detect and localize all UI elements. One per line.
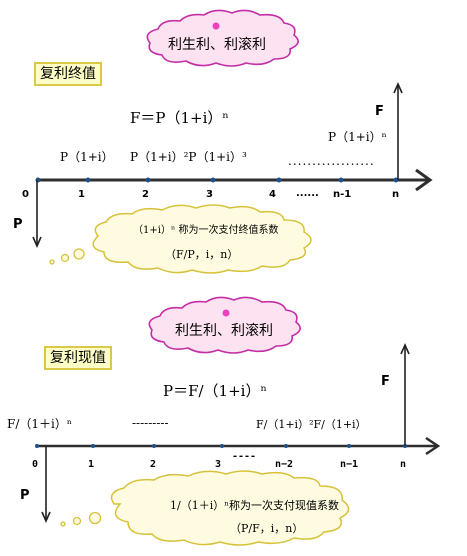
note-1-line-2: （F/P，i，n）: [165, 248, 239, 261]
formula-2: P＝F/（1+i）ⁿ: [163, 382, 267, 400]
formula-1: F＝P（1+i）ⁿ: [130, 109, 229, 127]
amount-p1: P（1+i）: [60, 150, 114, 164]
note-1-line-1: （1+i）ⁿ 称为一次支付终值系数: [133, 225, 279, 236]
amount-pn: P（1+i）ⁿ: [328, 130, 387, 144]
note-2-line-1: 1/（1＋i）ⁿ称为一次支付现值系数: [170, 499, 339, 512]
mid-dots-2: ---------: [132, 416, 169, 430]
tick-1: 1: [78, 189, 85, 200]
present-value-label: 复利现值: [44, 346, 112, 370]
left-amount: F/（1＋i）ⁿ: [7, 417, 73, 431]
tick2-n-2: n−2: [275, 459, 294, 470]
tick-0: 0: [22, 189, 29, 200]
time-axis-2: [35, 436, 441, 456]
future-value-arrow-2: [400, 343, 410, 446]
cloud-dot: [222, 309, 230, 317]
tick-dots-2: ----: [232, 451, 257, 462]
future-value-arrow-1: [393, 82, 403, 180]
tick2-n: n: [400, 459, 407, 470]
cloud-title-bubble-1: [146, 9, 299, 67]
tick2-n-1: n−1: [340, 459, 359, 470]
present-value-arrow-2: [41, 446, 51, 523]
tick-n: n: [392, 189, 400, 200]
note-cloud-2: [60, 470, 350, 546]
tick2-2: 2: [150, 459, 157, 470]
tick-2: 2: [142, 189, 149, 200]
note-cloud-1: [49, 204, 312, 274]
tick-dots-1: ......: [296, 188, 319, 199]
compound-final-label: 复利终值: [34, 62, 102, 86]
tick-3: 3: [206, 189, 213, 200]
F-label-1: F: [375, 104, 384, 119]
present-value-arrow-1: [32, 180, 42, 248]
tick-n-1: n-1: [333, 189, 352, 200]
tick2-1: 1: [88, 459, 95, 470]
cloud-title-bubble-2: [148, 296, 301, 354]
amount-p2-p3: P（1+i）²P（1+i）³: [130, 150, 247, 164]
note-2-line-2: （P/F，i，n）: [230, 522, 304, 535]
tick2-3: 3: [215, 459, 222, 470]
cloud-title-1: 利生利、利滚利: [168, 37, 266, 53]
amount-dots-1: ..................: [288, 154, 375, 168]
F-label-2: F: [381, 374, 390, 389]
P-label-2: P: [20, 488, 30, 503]
tick-4: 4: [269, 189, 276, 200]
tick2-0: 0: [32, 459, 39, 470]
P-label-1: P: [13, 217, 23, 232]
right-amounts: F/（1+i）²F/（1+i）: [256, 418, 367, 431]
cloud-title-2: 利生利、利滚利: [175, 323, 273, 339]
time-axis-1: [35, 168, 433, 192]
cloud-dot: [212, 22, 220, 30]
